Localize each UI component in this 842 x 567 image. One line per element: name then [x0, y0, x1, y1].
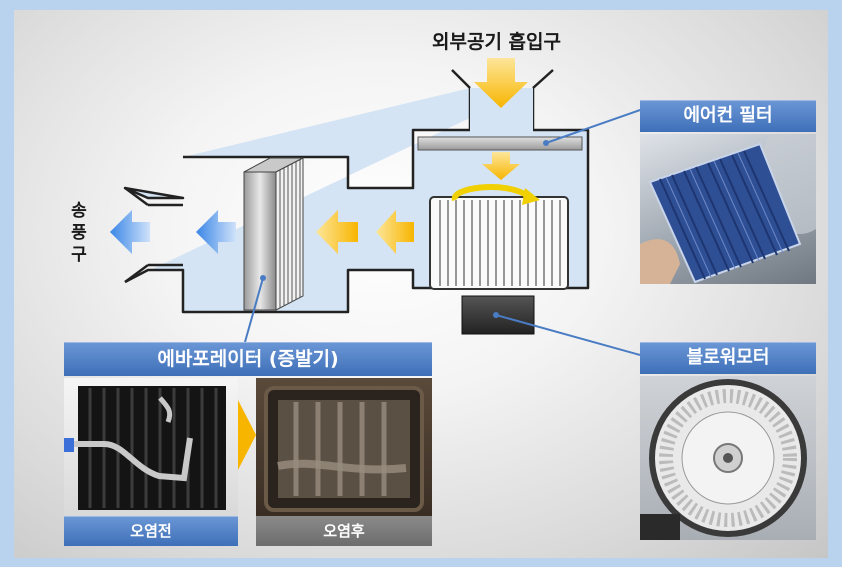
blower-fan-graphic — [429, 184, 569, 290]
blower-wheel-icon — [640, 379, 807, 540]
intake-label: 외부공기 흡입구 — [432, 31, 561, 53]
evaporator-title: 에바포레이터 (증발기) — [64, 342, 432, 376]
intake-arrow — [474, 58, 528, 108]
blower-motor-photo — [640, 376, 816, 540]
cool-air-arrow-1 — [196, 210, 236, 254]
intake-funnel-left — [451, 69, 471, 89]
clean-evaporator-icon — [64, 386, 226, 510]
filter-down-arrow — [482, 152, 520, 180]
flow-arrow-1 — [376, 210, 414, 254]
progress-arrow — [238, 400, 256, 470]
motor-leader-line — [495, 314, 641, 356]
air-filter-photo — [640, 134, 816, 284]
outlet-char-1: 송 — [71, 201, 87, 221]
evaporator-clean-photo — [64, 378, 238, 516]
evaporator-dirty-photo — [256, 378, 432, 516]
outlet-funnel-bottom — [124, 263, 149, 284]
filter-title: 에어컨 필터 — [640, 100, 816, 132]
air-filter-bar — [417, 136, 583, 151]
outlet-char-2: 풍 — [71, 223, 87, 243]
evaporator-core — [243, 157, 304, 311]
dirty-evaporator-icon — [264, 386, 424, 512]
outlet-funnel-top — [124, 186, 149, 207]
outlet-label: 송 풍 구 — [68, 200, 90, 266]
after-caption: 오염후 — [256, 516, 432, 546]
outlet-char-3: 구 — [71, 245, 87, 265]
intake-funnel-right — [532, 69, 554, 89]
air-filter-icon — [640, 134, 816, 284]
evaporator-leader-line — [244, 277, 264, 343]
cool-air-arrow-2 — [110, 210, 150, 254]
filter-leader-line — [545, 109, 641, 144]
blower-motor-title: 블로워모터 — [640, 342, 816, 374]
flow-arrow-2 — [316, 210, 358, 254]
before-caption: 오염전 — [64, 516, 238, 546]
